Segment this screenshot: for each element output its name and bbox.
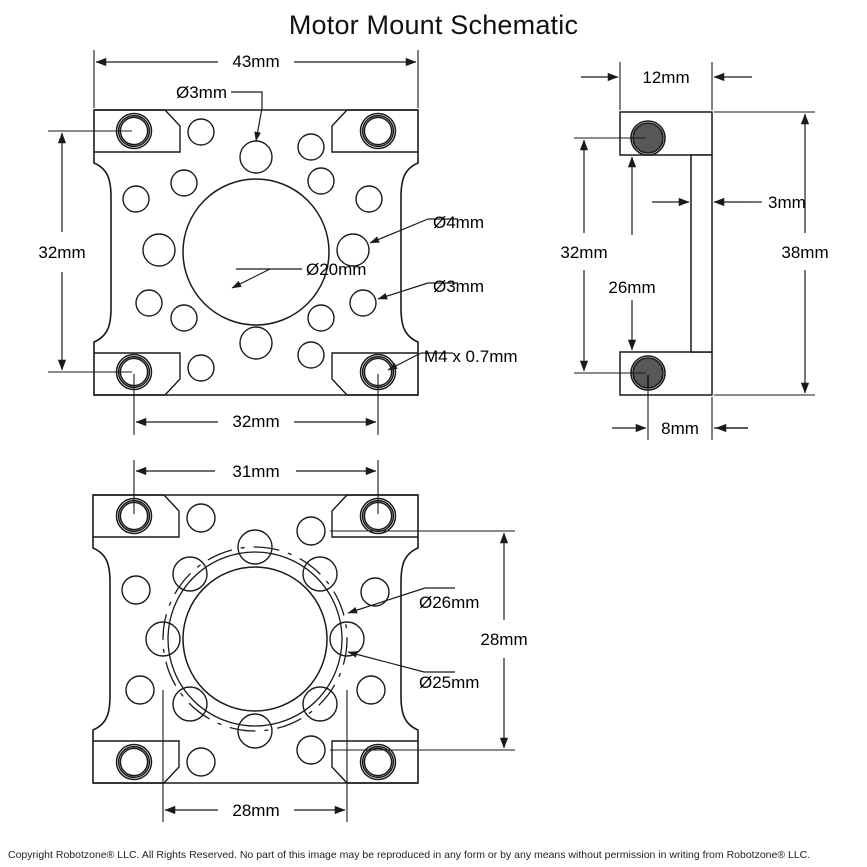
bottom-boss-bottom-right <box>331 740 418 784</box>
bottom-hole-small <box>186 747 216 777</box>
dim-front-height: 32mm <box>38 130 132 373</box>
dim-label-side-flange-width: 12mm <box>642 68 689 87</box>
dim-side-flange-width: 12mm <box>581 62 752 110</box>
leader-front-dia4: Ø4mm <box>369 213 484 244</box>
leader-front-dia3-right: Ø3mm <box>377 277 484 300</box>
dim-label-bottom-bolt-circle: Ø26mm <box>419 593 479 612</box>
dim-label-bottom-hole-spacing: 28mm <box>232 801 279 820</box>
dim-label-front-width: 43mm <box>232 52 279 71</box>
dim-side-hole-offset: 8mm <box>612 375 748 440</box>
dim-label-bottom-width: 31mm <box>232 462 279 481</box>
side-view: 12mm 3mm 32mm 26mm <box>560 62 829 440</box>
dim-label-side-web-thickness: 3mm <box>768 193 806 212</box>
bottom-bolt-hole <box>237 713 273 749</box>
bottom-bolt-circle <box>162 546 348 732</box>
bottom-center-bore <box>182 566 328 712</box>
bottom-hole-small <box>186 503 216 533</box>
bottom-boss-bottom-left <box>93 740 180 784</box>
front-hole-dia3 <box>349 289 377 317</box>
dim-label-front-dia3-right: Ø3mm <box>433 277 484 296</box>
leader-bottom-bore: Ø25mm <box>347 651 479 692</box>
dim-label-side-web-height: 26mm <box>608 278 655 297</box>
bottom-bolt-hole <box>172 556 208 592</box>
front-hole-dia4-right <box>336 233 370 267</box>
front-hole-dia4-bottom <box>239 326 273 360</box>
dim-side-web-height: 26mm <box>608 156 656 351</box>
bottom-bolt-hole <box>302 686 338 722</box>
side-web <box>690 154 713 353</box>
bottom-bolt-circle-inner <box>167 551 343 727</box>
front-boss-bottom-right <box>331 352 418 396</box>
leader-bottom-bolt-circle: Ø26mm <box>347 587 479 614</box>
bottom-hole-small <box>125 675 155 705</box>
bottom-hole-small <box>296 516 326 546</box>
dim-label-front-hole-spacing: 32mm <box>232 412 279 431</box>
front-hole-dia3 <box>187 118 215 146</box>
dim-front-width: 43mm <box>93 50 419 108</box>
dim-label-front-height: 32mm <box>38 243 85 262</box>
front-hole-dia3 <box>355 185 383 213</box>
front-boss-bottom-left <box>94 352 181 396</box>
bottom-plate-outline <box>92 494 419 784</box>
leader-front-bore: Ø20mm <box>231 260 366 289</box>
side-top-flange <box>619 111 713 156</box>
front-hole-dia3 <box>122 185 150 213</box>
leader-front-dia3-top: Ø3mm <box>176 83 263 142</box>
front-hole-dia3 <box>170 169 198 197</box>
front-hole-dia4-left <box>142 233 176 267</box>
bottom-hole-small <box>121 575 151 605</box>
dim-label-front-bore: Ø20mm <box>306 260 366 279</box>
bottom-bolt-hole <box>237 529 273 565</box>
bottom-view: 31mm Ø26mm Ø25mm 28mm <box>92 460 528 822</box>
front-hole-dia3 <box>297 341 325 369</box>
dim-label-bottom-bore: Ø25mm <box>419 673 479 692</box>
front-center-bore <box>182 178 330 326</box>
dim-bottom-hole-spacing: 28mm <box>162 690 348 822</box>
bottom-bolt-hole <box>145 621 181 657</box>
front-view: 43mm Ø3mm 32mm Ø20mm <box>38 50 518 435</box>
bottom-threaded-hole-bottom-left <box>115 743 153 781</box>
dim-side-height: 32mm <box>560 137 646 374</box>
bottom-bolt-hole <box>329 621 365 657</box>
dim-label-side-overall: 38mm <box>781 243 828 262</box>
bottom-hole-small <box>356 675 386 705</box>
front-boss-top-left <box>94 109 181 153</box>
bottom-boss-top-right <box>331 494 418 538</box>
dim-label-side-height: 32mm <box>560 243 607 262</box>
leader-front-thread: M4 x 0.7mm <box>387 347 518 371</box>
front-hole-dia3 <box>135 289 163 317</box>
dim-label-side-hole-offset: 8mm <box>661 419 699 438</box>
front-hole-dia3 <box>187 354 215 382</box>
front-hole-dia3 <box>307 304 335 332</box>
front-threaded-hole-top-right <box>359 112 397 150</box>
dim-bottom-height: 28mm <box>330 530 528 751</box>
dim-side-overall: 38mm <box>714 111 829 396</box>
front-hole-dia3 <box>297 133 325 161</box>
bottom-hole-small <box>360 577 390 607</box>
dim-front-hole-spacing: 32mm <box>133 374 379 435</box>
dim-bottom-width: 31mm <box>133 460 379 514</box>
dim-label-bottom-height: 28mm <box>480 630 527 649</box>
front-boss-top-right <box>331 109 418 153</box>
copyright-notice: Copyright Robotzone® LLC. All Rights Res… <box>8 849 811 861</box>
dim-label-front-dia3-top: Ø3mm <box>176 83 227 102</box>
bottom-hole-small <box>296 735 326 765</box>
bottom-threaded-hole-bottom-right <box>359 743 397 781</box>
dim-label-front-dia4: Ø4mm <box>433 213 484 232</box>
bottom-bolt-hole <box>302 556 338 592</box>
bottom-bolt-hole <box>172 686 208 722</box>
front-hole-dia3 <box>170 304 198 332</box>
front-hole-dia3 <box>307 167 335 195</box>
page-title: Motor Mount Schematic <box>288 10 579 40</box>
bottom-boss-top-left <box>93 494 180 538</box>
dim-side-web-thickness: 3mm <box>652 193 806 212</box>
dim-label-front-thread: M4 x 0.7mm <box>424 347 518 366</box>
